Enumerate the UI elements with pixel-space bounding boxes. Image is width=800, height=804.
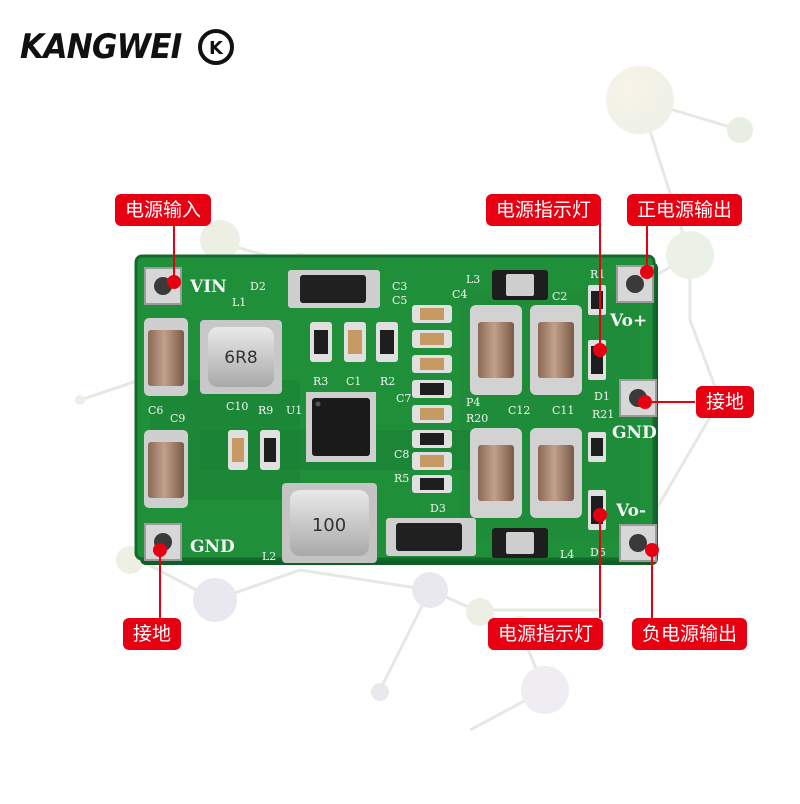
silk-r3: R3: [313, 375, 328, 388]
callout-ground-left: 接地: [123, 618, 182, 650]
pad-vo-plus: [616, 265, 654, 303]
callout-pointers: [153, 222, 695, 618]
silk-l3: L3: [466, 273, 480, 286]
silk-gnd-left: GND: [190, 537, 235, 557]
inductor-l4: [492, 528, 548, 558]
silkscreen-labels: VIN GND GND Vo+ Vo- D2 L1 C3 C5 L3 C4 R1…: [148, 268, 657, 563]
silk-l1: L1: [232, 296, 246, 309]
diode-d3: [386, 518, 476, 556]
silk-r9: R9: [258, 404, 273, 417]
silk-r20: R20: [466, 412, 488, 425]
silk-d5: D5: [590, 546, 606, 559]
brand-logo-mark-icon: K: [198, 29, 235, 65]
silk-c12: C12: [508, 404, 530, 417]
inductor-l2: 100: [282, 483, 377, 563]
silk-c5: C5: [392, 294, 407, 307]
output-capacitors: [470, 305, 582, 518]
silk-c4: C4: [452, 288, 467, 301]
brand-logo: KANGWEI K: [20, 22, 235, 72]
silk-d1: D1: [594, 390, 610, 403]
callout-power-indicator-top: 电源指示灯: [486, 194, 602, 226]
silk-c8: C8: [394, 448, 409, 461]
silk-r5: R5: [394, 472, 409, 485]
pad-vo-minus: [619, 524, 657, 562]
silk-c10: C10: [226, 400, 248, 413]
pad-gnd-left: [144, 523, 182, 561]
silk-p4: P4: [466, 396, 480, 409]
silk-c7: C7: [396, 392, 411, 405]
callout-power-indicator-bottom: 电源指示灯: [488, 618, 604, 650]
brand-logo-text: KANGWEI: [20, 27, 182, 67]
callout-power-input: 电源输入: [115, 194, 212, 226]
silk-vo-minus: Vo-: [615, 501, 646, 521]
callout-positive-output: 正电源输出: [627, 194, 743, 226]
silk-r1: R1: [590, 268, 605, 281]
silk-vin: VIN: [189, 277, 227, 297]
input-capacitors: [144, 318, 188, 508]
silk-c1: C1: [346, 375, 361, 388]
silk-r2: R2: [380, 375, 395, 388]
silk-c3: C3: [392, 280, 407, 293]
silk-l2: L2: [262, 550, 276, 563]
diode-d2: [288, 270, 380, 308]
callout-ground-right: 接地: [696, 386, 755, 418]
silk-c2: C2: [552, 290, 567, 303]
smd-passives: [228, 285, 606, 530]
inductor-l3: [492, 270, 548, 300]
callout-negative-output: 负电源输出: [632, 618, 748, 650]
silk-vo-plus: Vo+: [609, 311, 647, 331]
silk-c9: C9: [170, 412, 185, 425]
header-pads: [144, 265, 657, 562]
silk-d3: D3: [430, 502, 446, 515]
silk-gnd-right: GND: [612, 423, 657, 443]
silk-c11: C11: [552, 404, 574, 417]
silk-l4: L4: [560, 548, 574, 561]
ic-u1: [306, 392, 376, 462]
silk-d2: D2: [250, 280, 266, 293]
inductor-l1: 6R8: [200, 320, 282, 394]
inductor-l2-marking: 100: [312, 515, 346, 536]
svg-text:K: K: [209, 38, 224, 59]
silk-u1: U1: [286, 404, 302, 417]
silk-c6: C6: [148, 404, 163, 417]
silk-r21: R21: [592, 408, 614, 421]
inductor-l1-marking: 6R8: [224, 348, 257, 368]
